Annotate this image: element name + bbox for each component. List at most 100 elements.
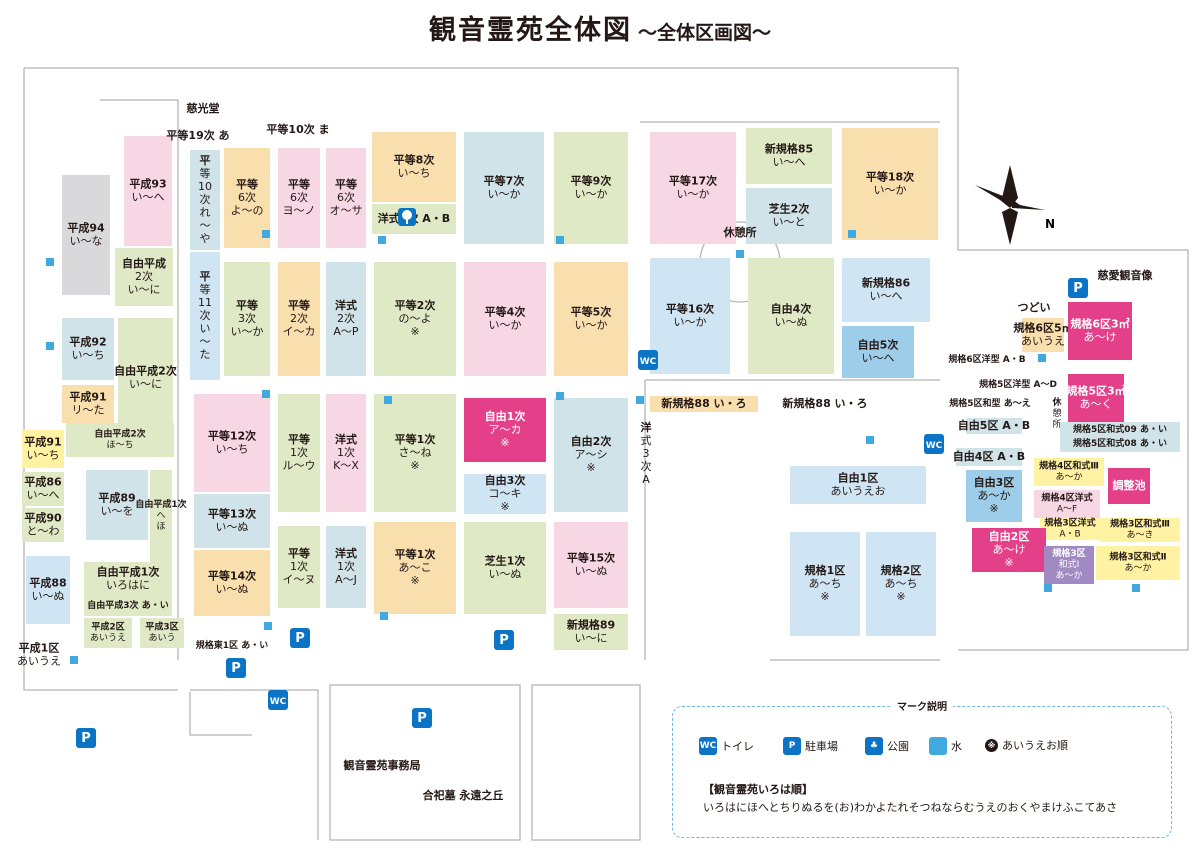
plot-jikodo[interactable]: 慈光堂 xyxy=(187,101,220,115)
plot-hira10[interactable]: 平等10次 ま xyxy=(266,122,329,136)
plot-shin88a[interactable]: 新規格88 い・ろ xyxy=(650,396,758,412)
plot-label: 式 xyxy=(641,434,652,447)
wc-icon[interactable]: WC xyxy=(924,434,944,454)
plot-jiyu4ku[interactable]: 自由4区 A・B xyxy=(953,448,1025,466)
plot-gosobo[interactable]: 合祀墓 永遠之丘 xyxy=(423,788,504,802)
plot-jiaikannon[interactable]: 慈愛観音像 xyxy=(1098,268,1154,282)
parking-icon[interactable]: P xyxy=(76,728,96,748)
parking-icon[interactable]: P xyxy=(412,708,432,728)
wc-icon[interactable]: WC xyxy=(268,690,288,710)
plot-shin88b[interactable]: 新規格88 い・ろ xyxy=(782,396,867,410)
plot-kikaku5wa08[interactable]: 規格5区和式08 あ・い xyxy=(1060,436,1180,452)
parking-icon[interactable]: P xyxy=(226,658,246,678)
plot-jiyu5ku[interactable]: 自由5区 A・B xyxy=(958,418,1030,434)
plot-kikaku5yo[interactable]: 規格5区洋型 A～D xyxy=(979,378,1057,390)
wc-icon[interactable]: WC xyxy=(638,350,658,370)
plot-kikaku6yo[interactable]: 規格6区洋型 A・B xyxy=(948,353,1025,365)
plot-jiyu-heisei3[interactable]: 自由平成3次 あ・い xyxy=(84,596,172,616)
parking-icon[interactable]: P xyxy=(1068,278,1088,298)
plot-choseichi[interactable]: 調整池 xyxy=(1108,468,1150,504)
plot-kyukeijo2[interactable]: 休憩所 xyxy=(1051,396,1062,430)
plot-tsudoi[interactable]: つどい xyxy=(1018,301,1051,314)
plot-kikakuhigashi1[interactable]: 規格東1区 あ・い xyxy=(196,639,268,651)
parking-icon[interactable]: P xyxy=(290,628,310,648)
plot-kikaku5wa09[interactable]: 規格5区和式09 あ・い xyxy=(1060,422,1180,438)
water-icon xyxy=(736,250,744,258)
plot-kyukeijo[interactable]: 休憩所 xyxy=(723,225,757,239)
plot-office[interactable]: 観音霊苑事務局 xyxy=(344,758,421,772)
parking-icon[interactable]: P xyxy=(494,630,514,650)
plot-kikaku5wa[interactable]: 規格5区和型 あ～え xyxy=(949,397,1030,409)
plot-hira19[interactable]: 平等19次 あ xyxy=(166,128,229,142)
